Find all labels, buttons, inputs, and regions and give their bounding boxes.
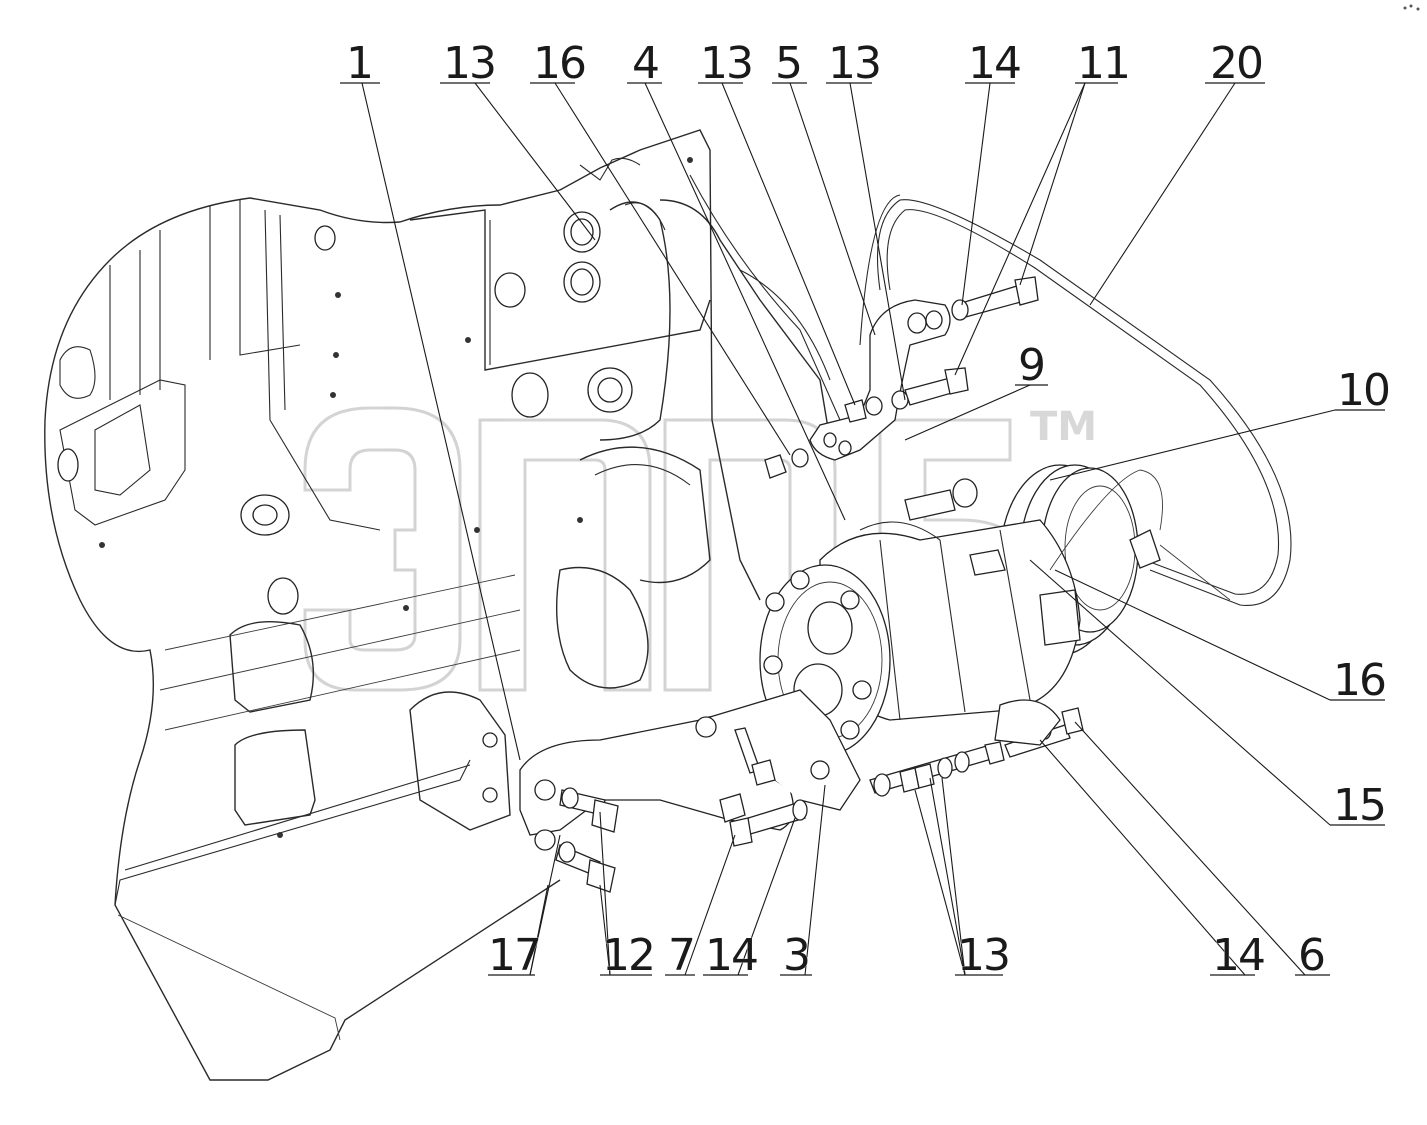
callout-9: 9 (1018, 340, 1044, 391)
callout-13-a: 13 (443, 38, 495, 89)
callout-13-b: 13 (700, 38, 752, 89)
callout-14-b: 14 (705, 930, 757, 981)
ac-compressor (759, 464, 1231, 756)
callout-14-c: 14 (1212, 930, 1264, 981)
callout-14-a: 14 (968, 38, 1020, 89)
callout-16-b: 16 (1333, 655, 1385, 706)
callout-12: 12 (602, 930, 654, 981)
callout-6: 6 (1298, 930, 1324, 981)
callout-1: 1 (346, 38, 372, 89)
callout-11: 11 (1077, 38, 1129, 89)
corner-mark (1403, 4, 1420, 11)
callout-labels: 1 13 16 4 13 5 13 14 11 20 9 10 16 15 17… (346, 38, 1392, 982)
callout-16-a: 16 (533, 38, 585, 89)
callout-4: 4 (632, 38, 658, 89)
callout-17: 17 (488, 930, 540, 981)
callout-10: 10 (1337, 365, 1389, 416)
leader-lines (340, 82, 1385, 976)
lower-bracket (519, 689, 1084, 893)
callout-15: 15 (1333, 780, 1385, 831)
watermark-trademark: TM (1030, 404, 1097, 450)
callout-5: 5 (775, 38, 801, 89)
drive-belt (859, 194, 1292, 606)
callout-20: 20 (1210, 38, 1262, 89)
engine-block (44, 129, 841, 1081)
callout-13-d: 13 (957, 930, 1009, 981)
callout-3: 3 (783, 930, 809, 981)
callout-13-c: 13 (828, 38, 880, 89)
callout-7: 7 (668, 930, 694, 981)
